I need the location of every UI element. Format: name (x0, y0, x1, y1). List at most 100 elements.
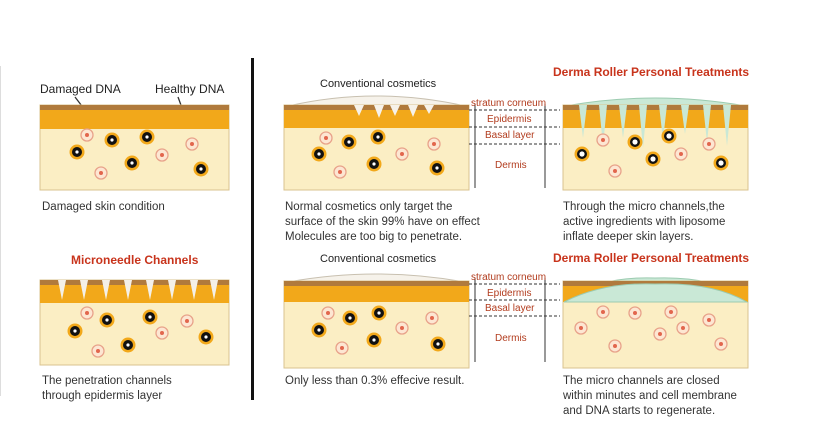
label-stratum-corneum: stratum corneum (471, 98, 547, 109)
caption-line: inflate deeper skin layers. (563, 231, 694, 243)
caption-line: Through the micro channels,the (563, 201, 725, 213)
healthy-cell (91, 344, 105, 358)
damaged-cell (429, 160, 445, 176)
title-conventional-top: Conventional cosmetics (320, 78, 437, 90)
damaged-cell (371, 305, 387, 321)
label-basal-layer: Basal layer (485, 303, 535, 314)
label-dermis: Dermis (495, 160, 527, 171)
title-microneedle-channels: Microneedle Channels (71, 253, 199, 267)
healthy-cell (596, 133, 610, 147)
caption-conventional-bottom: Only less than 0.3% effecive result. (285, 374, 464, 389)
skin-block-microneedle (39, 279, 230, 366)
damaged-cell (341, 134, 357, 150)
healthy-cell (628, 306, 642, 320)
healthy-cell (702, 313, 716, 327)
healthy-cell (676, 321, 690, 335)
left-edge-line (0, 66, 1, 396)
skin-layers (562, 97, 749, 191)
caption-line: Molecules are too big to penetrate. (285, 231, 463, 243)
skin-block-conventional-bottom (283, 268, 470, 369)
healthy-cell (185, 137, 199, 151)
damaged-cell (311, 322, 327, 338)
skin-block-damaged (39, 104, 230, 191)
damaged-cell (370, 129, 386, 145)
caption-line: within minutes and cell membrane (563, 390, 737, 402)
healthy-cell (395, 147, 409, 161)
damaged-cell (142, 309, 158, 325)
healthy-cell (608, 164, 622, 178)
micro-channels (58, 280, 218, 300)
healthy-cell (664, 305, 678, 319)
penetrating-channels (579, 105, 731, 148)
caption-conventional-top: Normal cosmetics only target the surface… (285, 200, 480, 245)
damaged-cell (342, 310, 358, 326)
caption-line: through epidermis layer (42, 390, 163, 402)
damaged-cell (67, 323, 83, 339)
caption-line: The penetration channels (42, 375, 172, 387)
healthy-cell (321, 306, 335, 320)
title-derma-roller-bottom: Derma Roller Personal Treatments (553, 251, 750, 265)
damaged-cell (99, 312, 115, 328)
label-epidermis: Epidermis (487, 288, 532, 299)
label-basal-layer: Basal layer (485, 130, 535, 141)
healthy-cell (80, 128, 94, 142)
vertical-divider (251, 58, 254, 400)
damaged-cell (104, 132, 120, 148)
caption-line: The micro channels are closed (563, 375, 720, 387)
label-epidermis: Epidermis (487, 114, 532, 125)
healthy-cell (319, 131, 333, 145)
skin-layers (283, 273, 470, 369)
caption-line: surface of the skin 99% have on effect (285, 216, 480, 228)
label-healthy-dna: Healthy DNA (155, 82, 225, 96)
skin-layers (39, 279, 230, 366)
surface-cosmetic-drops (354, 105, 434, 118)
caption-line: active ingredients with liposome (563, 216, 726, 228)
damaged-cell (311, 146, 327, 162)
title-derma-roller-top: Derma Roller Personal Treatments (553, 65, 750, 79)
label-dermis: Dermis (495, 333, 527, 344)
healthy-cell (335, 341, 349, 355)
repairing-cell (645, 151, 661, 167)
caption-line: and DNA starts to regenerate. (563, 405, 716, 417)
skin-block-conventional-top (283, 90, 470, 191)
skin-block-derma-top (562, 90, 749, 191)
repairing-cell (574, 146, 590, 162)
healthy-cell (427, 137, 441, 151)
healthy-cell (94, 166, 108, 180)
damaged-cell (366, 332, 382, 348)
skin-block-derma-bottom (562, 268, 749, 369)
healthy-cell (714, 337, 728, 351)
skin-layers (562, 277, 749, 369)
repairing-cell (713, 155, 729, 171)
healthy-cell (425, 311, 439, 325)
healthy-cell (674, 147, 688, 161)
damaged-cell (193, 161, 209, 177)
caption-line: Only less than 0.3% effecive result. (285, 375, 465, 387)
damaged-cell (124, 155, 140, 171)
label-stratum-corneum: stratum corneum (471, 272, 547, 283)
caption-derma-bottom: The micro channels are closed within min… (563, 374, 737, 419)
damaged-cell (139, 129, 155, 145)
healthy-cell (574, 321, 588, 335)
skin-layers (39, 104, 230, 191)
healthy-cell (608, 339, 622, 353)
damaged-cell (198, 329, 214, 345)
caption-microneedle: The penetration channels through epiderm… (42, 374, 172, 404)
label-damaged-dna: Damaged DNA (40, 82, 121, 96)
damaged-cell (366, 156, 382, 172)
healthy-cell (333, 165, 347, 179)
damaged-cell (430, 336, 446, 352)
healthy-cell (80, 306, 94, 320)
healthy-cell (653, 327, 667, 341)
repairing-cell (627, 134, 643, 150)
healthy-cell (180, 314, 194, 328)
repairing-cell (661, 128, 677, 144)
damaged-cell (69, 144, 85, 160)
healthy-cell (155, 326, 169, 340)
caption-damaged-skin: Damaged skin condition (42, 201, 165, 213)
healthy-cell (702, 137, 716, 151)
healthy-cell (596, 305, 610, 319)
caption-derma-top: Through the micro channels,the active in… (563, 200, 725, 245)
